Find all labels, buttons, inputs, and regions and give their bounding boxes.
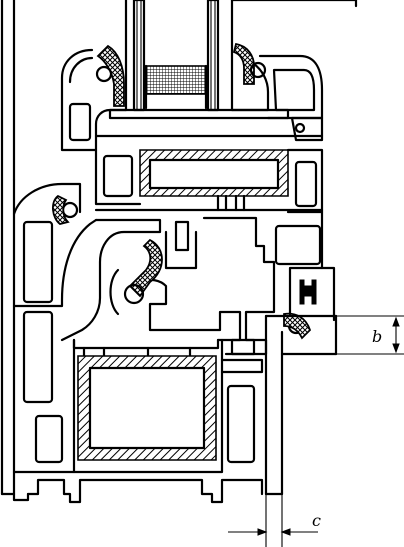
dimension-b: b [336, 315, 404, 355]
dimension-b-label: b [372, 327, 382, 346]
steel-reinforcement-upper [139, 149, 289, 197]
dimension-c: c [228, 494, 321, 547]
glazing-gasket-left [95, 44, 125, 107]
sash-gasket-lower [109, 238, 163, 316]
frame-profile-left [12, 182, 98, 464]
outer-frame-left-wall [0, 0, 30, 502]
glazing-unit [124, 0, 358, 112]
frame-core-chamber [60, 216, 322, 356]
dimension-c-label: c [312, 511, 321, 530]
frame-profile-right [283, 210, 336, 340]
steel-reinforcement-lower [72, 338, 268, 474]
installation-reference-lines [264, 314, 338, 496]
frame-bottom [12, 470, 264, 504]
sash-profile [60, 48, 324, 152]
frame-chambers-middle [94, 148, 324, 214]
glazing-gasket-right [232, 42, 267, 85]
